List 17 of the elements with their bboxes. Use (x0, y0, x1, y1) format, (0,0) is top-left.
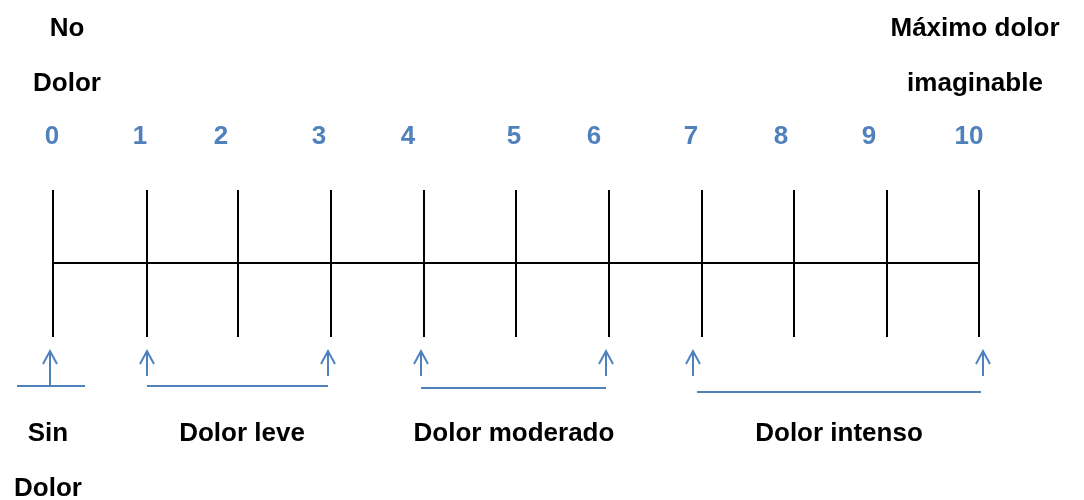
scale-number: 8 (772, 120, 790, 150)
scale-number: 7 (682, 120, 700, 150)
scale-number: 2 (212, 120, 230, 150)
scale-number: 10 (953, 120, 985, 150)
scale-label: No Dolor (32, 11, 102, 99)
scale-number: 4 (399, 120, 417, 150)
scale-label: Sin Dolor (13, 416, 83, 500)
scale-number: 5 (505, 120, 523, 150)
scale-number: 3 (310, 120, 328, 150)
scale-number: 6 (585, 120, 603, 150)
scale-label: Dolor moderado (412, 416, 616, 449)
scale-label: Dolor leve (178, 416, 306, 449)
scale-number: 0 (43, 120, 61, 150)
scale-label: Máximo dolor imaginable (889, 11, 1061, 99)
scale-number: 9 (860, 120, 878, 150)
scale-label: Dolor intenso (754, 416, 924, 449)
scale-number: 1 (131, 120, 149, 150)
